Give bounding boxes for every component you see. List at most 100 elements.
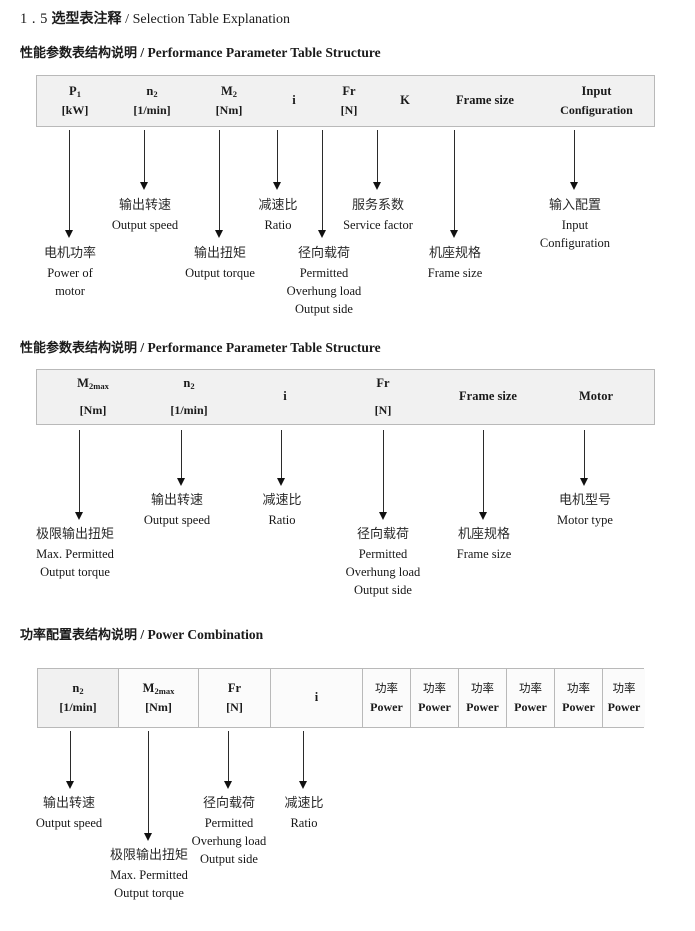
annotation-table1-input-configuration-en-1: Input xyxy=(561,217,589,232)
annotation-table2-output-speed-en-1: Output speed xyxy=(143,512,211,527)
table1-col-i: i xyxy=(267,76,321,126)
annotation-table1-output-torque-en-1: Output torque xyxy=(185,265,255,280)
subsection-heading-2: 性能参数表结构说明 / Performance Parameter Table … xyxy=(20,337,381,356)
subsection-heading-1: 性能参数表结构说明 / Performance Parameter Table … xyxy=(20,42,381,61)
table1-col-p1-unit: [kW] xyxy=(61,103,89,118)
power-combination-table: n2 [1/min] M2max [Nm] Fr [N] i 功率 Power … xyxy=(37,668,645,728)
table3-col-i-symbol: i xyxy=(314,690,319,705)
table3-col-m2max: M2max [Nm] xyxy=(118,669,198,727)
annotation-table3-max-torque-cn: 极限输出扭矩 xyxy=(109,848,188,863)
table3-col-n2-sub: 2 xyxy=(79,686,84,697)
annotation-table1-overhung-load-en-1: Permitted xyxy=(299,265,349,280)
table2-col-motor: Motor xyxy=(543,370,649,424)
table3-col-power-1-en: Power xyxy=(370,699,403,714)
table3-col-power-3-en: Power xyxy=(466,699,499,714)
annotation-table2-frame-size: 机座规格 Frame size xyxy=(427,526,541,563)
table1-col-input-configuration: Input Configuration xyxy=(537,76,656,126)
table1-col-fr-symbol: Fr xyxy=(342,84,356,99)
arrow-table1-ratio xyxy=(272,130,283,190)
table2-col-m2max-symbol: M xyxy=(77,376,89,391)
annotation-table2-max-torque-cn: 极限输出扭矩 xyxy=(35,527,114,542)
table1-col-m2-sub: 2 xyxy=(232,89,238,100)
table1-col-fr: Fr [N] xyxy=(321,76,377,126)
table1-col-p1-symbol: P xyxy=(69,84,77,99)
table2-col-fr: Fr [N] xyxy=(333,370,433,424)
table1-col-n2-symbol: n xyxy=(146,84,154,99)
annotation-table1-service-factor-cn: 服务系数 xyxy=(351,198,404,213)
table1-col-k: K xyxy=(377,76,433,126)
table3-col-power-5-cn: 功率 xyxy=(567,680,590,695)
table1-col-fr-unit: [N] xyxy=(340,103,358,118)
annotation-table3-max-torque-en-2: Output torque xyxy=(114,885,184,900)
subsection-heading-3-en: Power Combination xyxy=(147,627,264,642)
annotation-table1-output-torque: 输出扭矩 Output torque xyxy=(150,245,290,282)
arrow-table1-output-speed xyxy=(139,130,150,190)
annotation-table2-frame-size-cn: 机座规格 xyxy=(457,527,510,542)
table3-col-n2: n2 [1/min] xyxy=(38,669,118,727)
table1-col-m2-symbol: M xyxy=(220,84,233,99)
table3-col-power-2: 功率 Power xyxy=(410,669,458,727)
annotation-table3-max-permitted-output-torque: 极限输出扭矩 Max. Permitted Output torque xyxy=(86,847,212,902)
annotation-table2-overhung-load-cn: 径向载荷 xyxy=(356,527,409,542)
subsection-heading-1-cn: 性能参数表结构说明 xyxy=(20,46,138,61)
annotation-table2-ratio-cn: 减速比 xyxy=(262,493,302,508)
table3-col-m2max-unit: [Nm] xyxy=(145,700,172,715)
subsection-heading-3-cn: 功率配置表结构说明 xyxy=(20,628,138,643)
annotation-table2-max-torque-en-1: Max. Permitted xyxy=(36,546,114,561)
arrow-table2-output-speed xyxy=(176,430,187,486)
table3-col-power-4-cn: 功率 xyxy=(519,680,542,695)
table2-col-m2max: M2max [Nm] xyxy=(45,370,141,424)
annotation-table1-output-speed-en-1: Output speed xyxy=(111,217,179,232)
table3-col-power-4-en: Power xyxy=(514,699,547,714)
table1-col-p1: P1 [kW] xyxy=(37,76,113,126)
annotation-table2-output-speed-cn: 输出转速 xyxy=(150,493,203,508)
table3-col-power-5: 功率 Power xyxy=(554,669,602,727)
arrow-table3-max-permitted-output-torque xyxy=(143,731,154,841)
table2-col-m2max-sub: 2max xyxy=(88,381,109,392)
table2-col-n2-sub: 2 xyxy=(190,381,195,392)
annotation-table3-ratio-cn: 减速比 xyxy=(284,796,324,811)
table3-col-power-6-en: Power xyxy=(607,699,641,714)
arrow-table3-overhung-load xyxy=(223,731,234,789)
table1-col-input-configuration-unit: Configuration xyxy=(560,103,633,118)
annotation-table3-ratio: 减速比 Ratio xyxy=(244,795,364,832)
table3-col-power-2-cn: 功率 xyxy=(423,680,446,695)
annotation-table2-motor-type-en-1: Motor type xyxy=(557,512,613,527)
annotation-table3-ratio-en-1: Ratio xyxy=(290,815,318,830)
annotation-table1-service-factor: 服务系数 Service factor xyxy=(319,197,437,234)
page-title: 1 . 5 选型表注释 / Selection Table Explanatio… xyxy=(20,8,290,28)
annotation-table1-power-of-motor-cn: 电机功率 xyxy=(43,246,96,261)
table2-col-frame-size: Frame size xyxy=(433,370,543,424)
table1-col-n2-sub: 2 xyxy=(153,89,158,100)
table3-col-n2-symbol: n xyxy=(72,681,80,696)
annotation-table2-frame-size-en-1: Frame size xyxy=(456,546,512,561)
table1-col-frame-size-symbol: Frame size xyxy=(456,93,514,108)
annotation-table1-input-configuration-cn: 输入配置 xyxy=(548,198,601,213)
annotation-table2-ratio-en-1: Ratio xyxy=(268,512,296,527)
table1-col-frame-size: Frame size xyxy=(433,76,537,126)
table3-col-i: i xyxy=(270,669,362,727)
annotation-table2-motor-type: 电机型号 Motor type xyxy=(525,492,645,529)
annotation-table1-input-configuration: 输入配置 Input Configuration xyxy=(515,197,635,252)
arrow-table1-input-configuration xyxy=(569,130,580,190)
arrow-table2-ratio xyxy=(276,430,287,486)
annotation-table1-service-factor-en-1: Service factor xyxy=(343,217,413,232)
table2-col-n2: n2 [1/min] xyxy=(141,370,237,424)
table1-col-m2: M2 [Nm] xyxy=(191,76,267,126)
subsection-heading-2-en: Performance Parameter Table Structure xyxy=(147,340,381,355)
table2-col-frame-size-symbol: Frame size xyxy=(459,389,517,404)
annotation-table2-overhung-load-en-2: Overhung load xyxy=(345,564,421,579)
annotation-table2-overhung-load: 径向载荷 Permitted Overhung load Output side xyxy=(322,526,444,599)
annotation-table3-overhung-load: 径向载荷 Permitted Overhung load Output side xyxy=(168,795,290,868)
annotation-table1-output-speed: 输出转速 Output speed xyxy=(75,197,215,234)
table2-col-m2max-unit: [Nm] xyxy=(79,403,107,418)
table3-col-power-1-cn: 功率 xyxy=(375,680,398,695)
table2-col-i-symbol: i xyxy=(283,389,287,404)
table3-col-m2max-sub: 2max xyxy=(154,686,175,697)
table2-col-motor-symbol: Motor xyxy=(578,389,613,404)
annotation-table2-max-permitted-output-torque: 极限输出扭矩 Max. Permitted Output torque xyxy=(12,526,138,581)
annotation-table3-overhung-load-cn: 径向载荷 xyxy=(202,796,255,811)
annotation-table1-frame-size-en-1: Frame size xyxy=(427,265,483,280)
annotation-table1-overhung-load: 径向载荷 Permitted Overhung load Output side xyxy=(263,245,385,318)
arrow-table2-max-permitted-output-torque xyxy=(74,430,85,520)
